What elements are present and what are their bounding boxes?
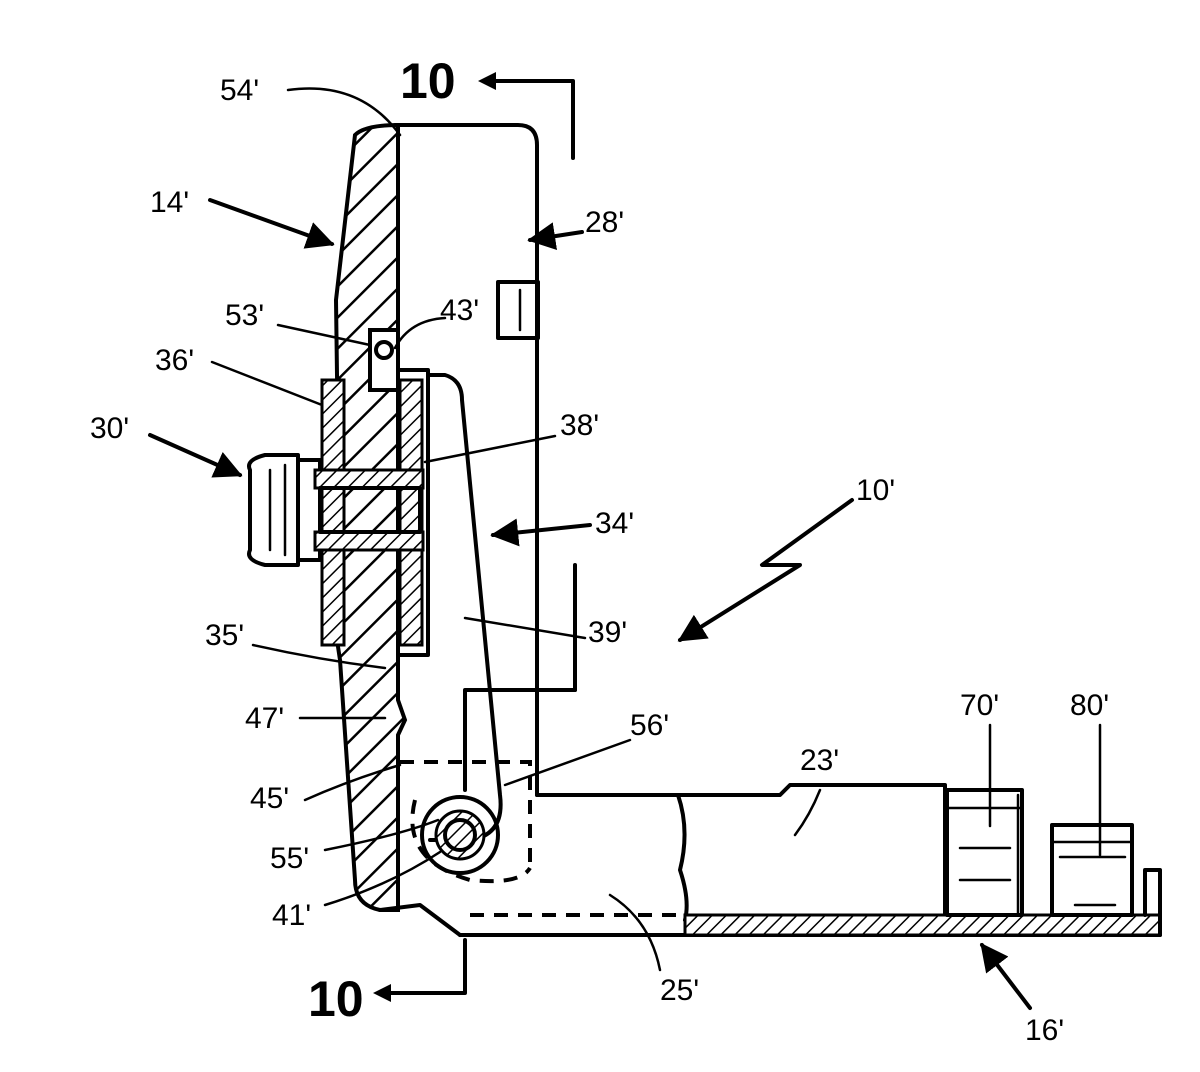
- label-10: 10': [856, 474, 895, 507]
- section-mark-bottom: 10: [308, 971, 364, 1027]
- label-56: 56': [630, 709, 669, 742]
- section-mark-top: 10: [400, 53, 456, 109]
- label-41: 41': [272, 899, 311, 932]
- label-80: 80': [1070, 689, 1109, 722]
- label-38: 38': [560, 409, 599, 442]
- label-25: 25': [660, 974, 699, 1007]
- label-54: 54': [220, 74, 259, 107]
- label-30: 30': [90, 412, 129, 445]
- label-36: 36': [155, 344, 194, 377]
- label-43: 43': [440, 294, 479, 327]
- label-53: 53': [225, 299, 264, 332]
- base-16: [380, 785, 1160, 935]
- label-55: 55': [270, 842, 309, 875]
- component-70: [947, 790, 1022, 915]
- label-28: 28': [585, 206, 624, 239]
- label-34: 34': [595, 507, 634, 540]
- label-23: 23': [800, 744, 839, 777]
- label-45: 45': [250, 782, 289, 815]
- label-70: 70': [960, 689, 999, 722]
- label-14: 14': [150, 186, 189, 219]
- label-35: 35': [205, 619, 244, 652]
- label-16: 16': [1025, 1014, 1064, 1047]
- label-39: 39': [588, 616, 627, 649]
- label-47: 47': [245, 702, 284, 735]
- component-80: [1052, 825, 1132, 915]
